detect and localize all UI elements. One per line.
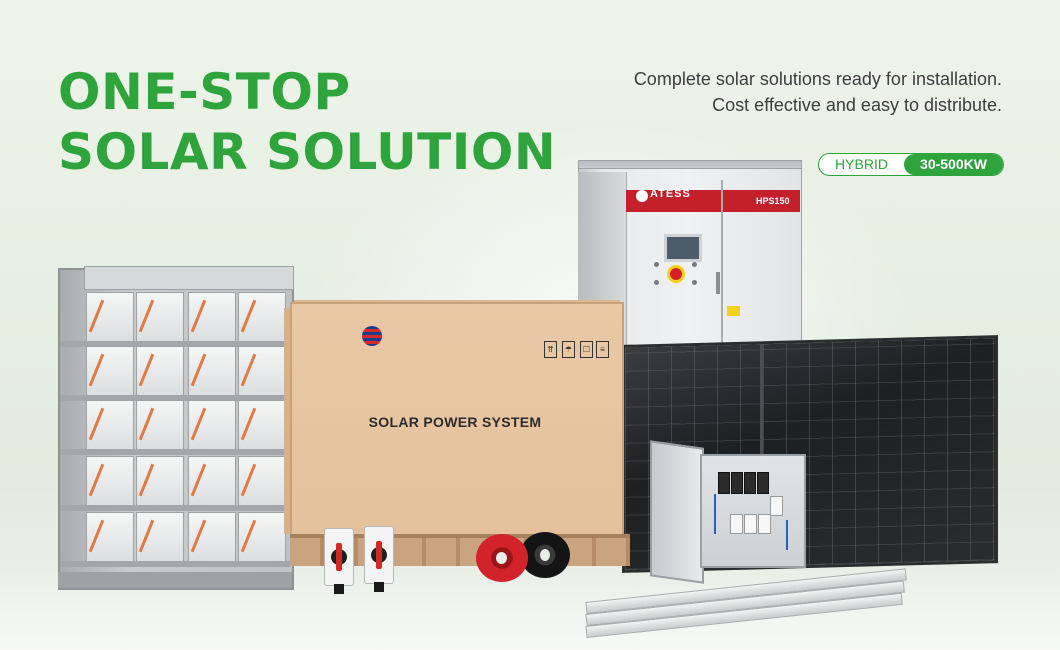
- cabinet-handle: [716, 272, 720, 294]
- cable-gland-icon: [334, 584, 344, 594]
- solar-panel-split: [760, 344, 763, 558]
- rack-shelf: [60, 449, 290, 455]
- blue-wire: [714, 494, 716, 534]
- cabinet-indicator-icon: [692, 262, 697, 267]
- fuse-holder-icon: [744, 472, 756, 494]
- emergency-stop-icon: [667, 265, 685, 283]
- reel-hole: [540, 549, 550, 561]
- battery-module: [86, 292, 134, 342]
- cabinet-brand: ATESS: [650, 188, 691, 200]
- battery-module: [136, 400, 184, 450]
- badge-type: HYBRID: [835, 156, 888, 172]
- crate-label: SOLAR POWER SYSTEM: [368, 414, 542, 430]
- surge-protector-icon: [730, 514, 743, 534]
- fuse-holder-icon: [718, 472, 730, 494]
- battery-module: [238, 456, 286, 506]
- battery-module: [136, 346, 184, 396]
- fuse-holder-icon: [757, 472, 769, 494]
- headline-line-2: SOLAR SOLUTION: [58, 123, 557, 181]
- battery-module: [86, 512, 134, 562]
- cabinet-indicator-icon: [692, 280, 697, 285]
- cabinet-display-screen: [664, 234, 702, 262]
- cabinet-red-stripe: [626, 190, 800, 212]
- battery-module: [238, 400, 286, 450]
- battery-module: [86, 400, 134, 450]
- dc-isolator: [324, 528, 354, 586]
- rack-shelf: [60, 395, 290, 401]
- this-way-up-icon: ⇈: [544, 341, 557, 358]
- fragile-icon: ☂: [562, 341, 575, 358]
- cabinet-door-divider: [721, 180, 723, 385]
- surge-protector-icon: [758, 514, 771, 534]
- dc-isolator: [364, 526, 394, 584]
- battery-module: [86, 346, 134, 396]
- blue-wire: [786, 520, 788, 550]
- rack-shelf: [60, 505, 290, 511]
- rack-shelf: [60, 561, 290, 567]
- battery-module: [86, 456, 134, 506]
- isolator-handle-icon: [336, 543, 342, 571]
- fuse-holder-icon: [731, 472, 743, 494]
- battery-module: [188, 346, 236, 396]
- cabinet-indicator-icon: [654, 280, 659, 285]
- rack-base: [58, 572, 292, 588]
- battery-module: [238, 512, 286, 562]
- rack-shelf: [60, 341, 290, 347]
- warning-label-icon: [727, 306, 740, 316]
- combiner-door: [650, 440, 704, 584]
- battery-module: [238, 346, 286, 396]
- keep-dry-icon: ☐: [580, 341, 593, 358]
- cable-gland-icon: [374, 582, 384, 592]
- tagline-line-1: Complete solar solutions ready for insta…: [633, 69, 1002, 89]
- battery-module: [188, 400, 236, 450]
- headline-line-1: ONE-STOP: [58, 63, 351, 121]
- combiner-enclosure: [700, 454, 806, 568]
- battery-module: [188, 512, 236, 562]
- atess-logo-icon: [636, 190, 648, 202]
- tagline: Complete solar solutions ready for insta…: [522, 66, 1002, 118]
- battery-module: [188, 292, 236, 342]
- battery-module: [136, 292, 184, 342]
- crate-side: [284, 308, 294, 534]
- isolator-handle-icon: [376, 541, 382, 569]
- battery-module: [136, 456, 184, 506]
- battery-module: [136, 512, 184, 562]
- cabinet-model: HPS150: [756, 196, 790, 206]
- stack-limit-icon: ≡: [596, 341, 609, 358]
- headline: ONE-STOP SOLAR SOLUTION: [58, 62, 556, 182]
- badge-range: 30-500KW: [904, 154, 1003, 175]
- power-range-badge: HYBRID 30-500KW: [818, 153, 1004, 176]
- breaker-icon: [770, 496, 783, 516]
- rack-top-bar: [84, 266, 294, 290]
- surge-protector-icon: [744, 514, 757, 534]
- cabinet-indicator-icon: [654, 262, 659, 267]
- battery-module: [238, 292, 286, 342]
- tagline-line-2: Cost effective and easy to distribute.: [712, 95, 1002, 115]
- reel-hole: [496, 552, 507, 564]
- crate-logo-icon: [362, 326, 382, 346]
- battery-module: [188, 456, 236, 506]
